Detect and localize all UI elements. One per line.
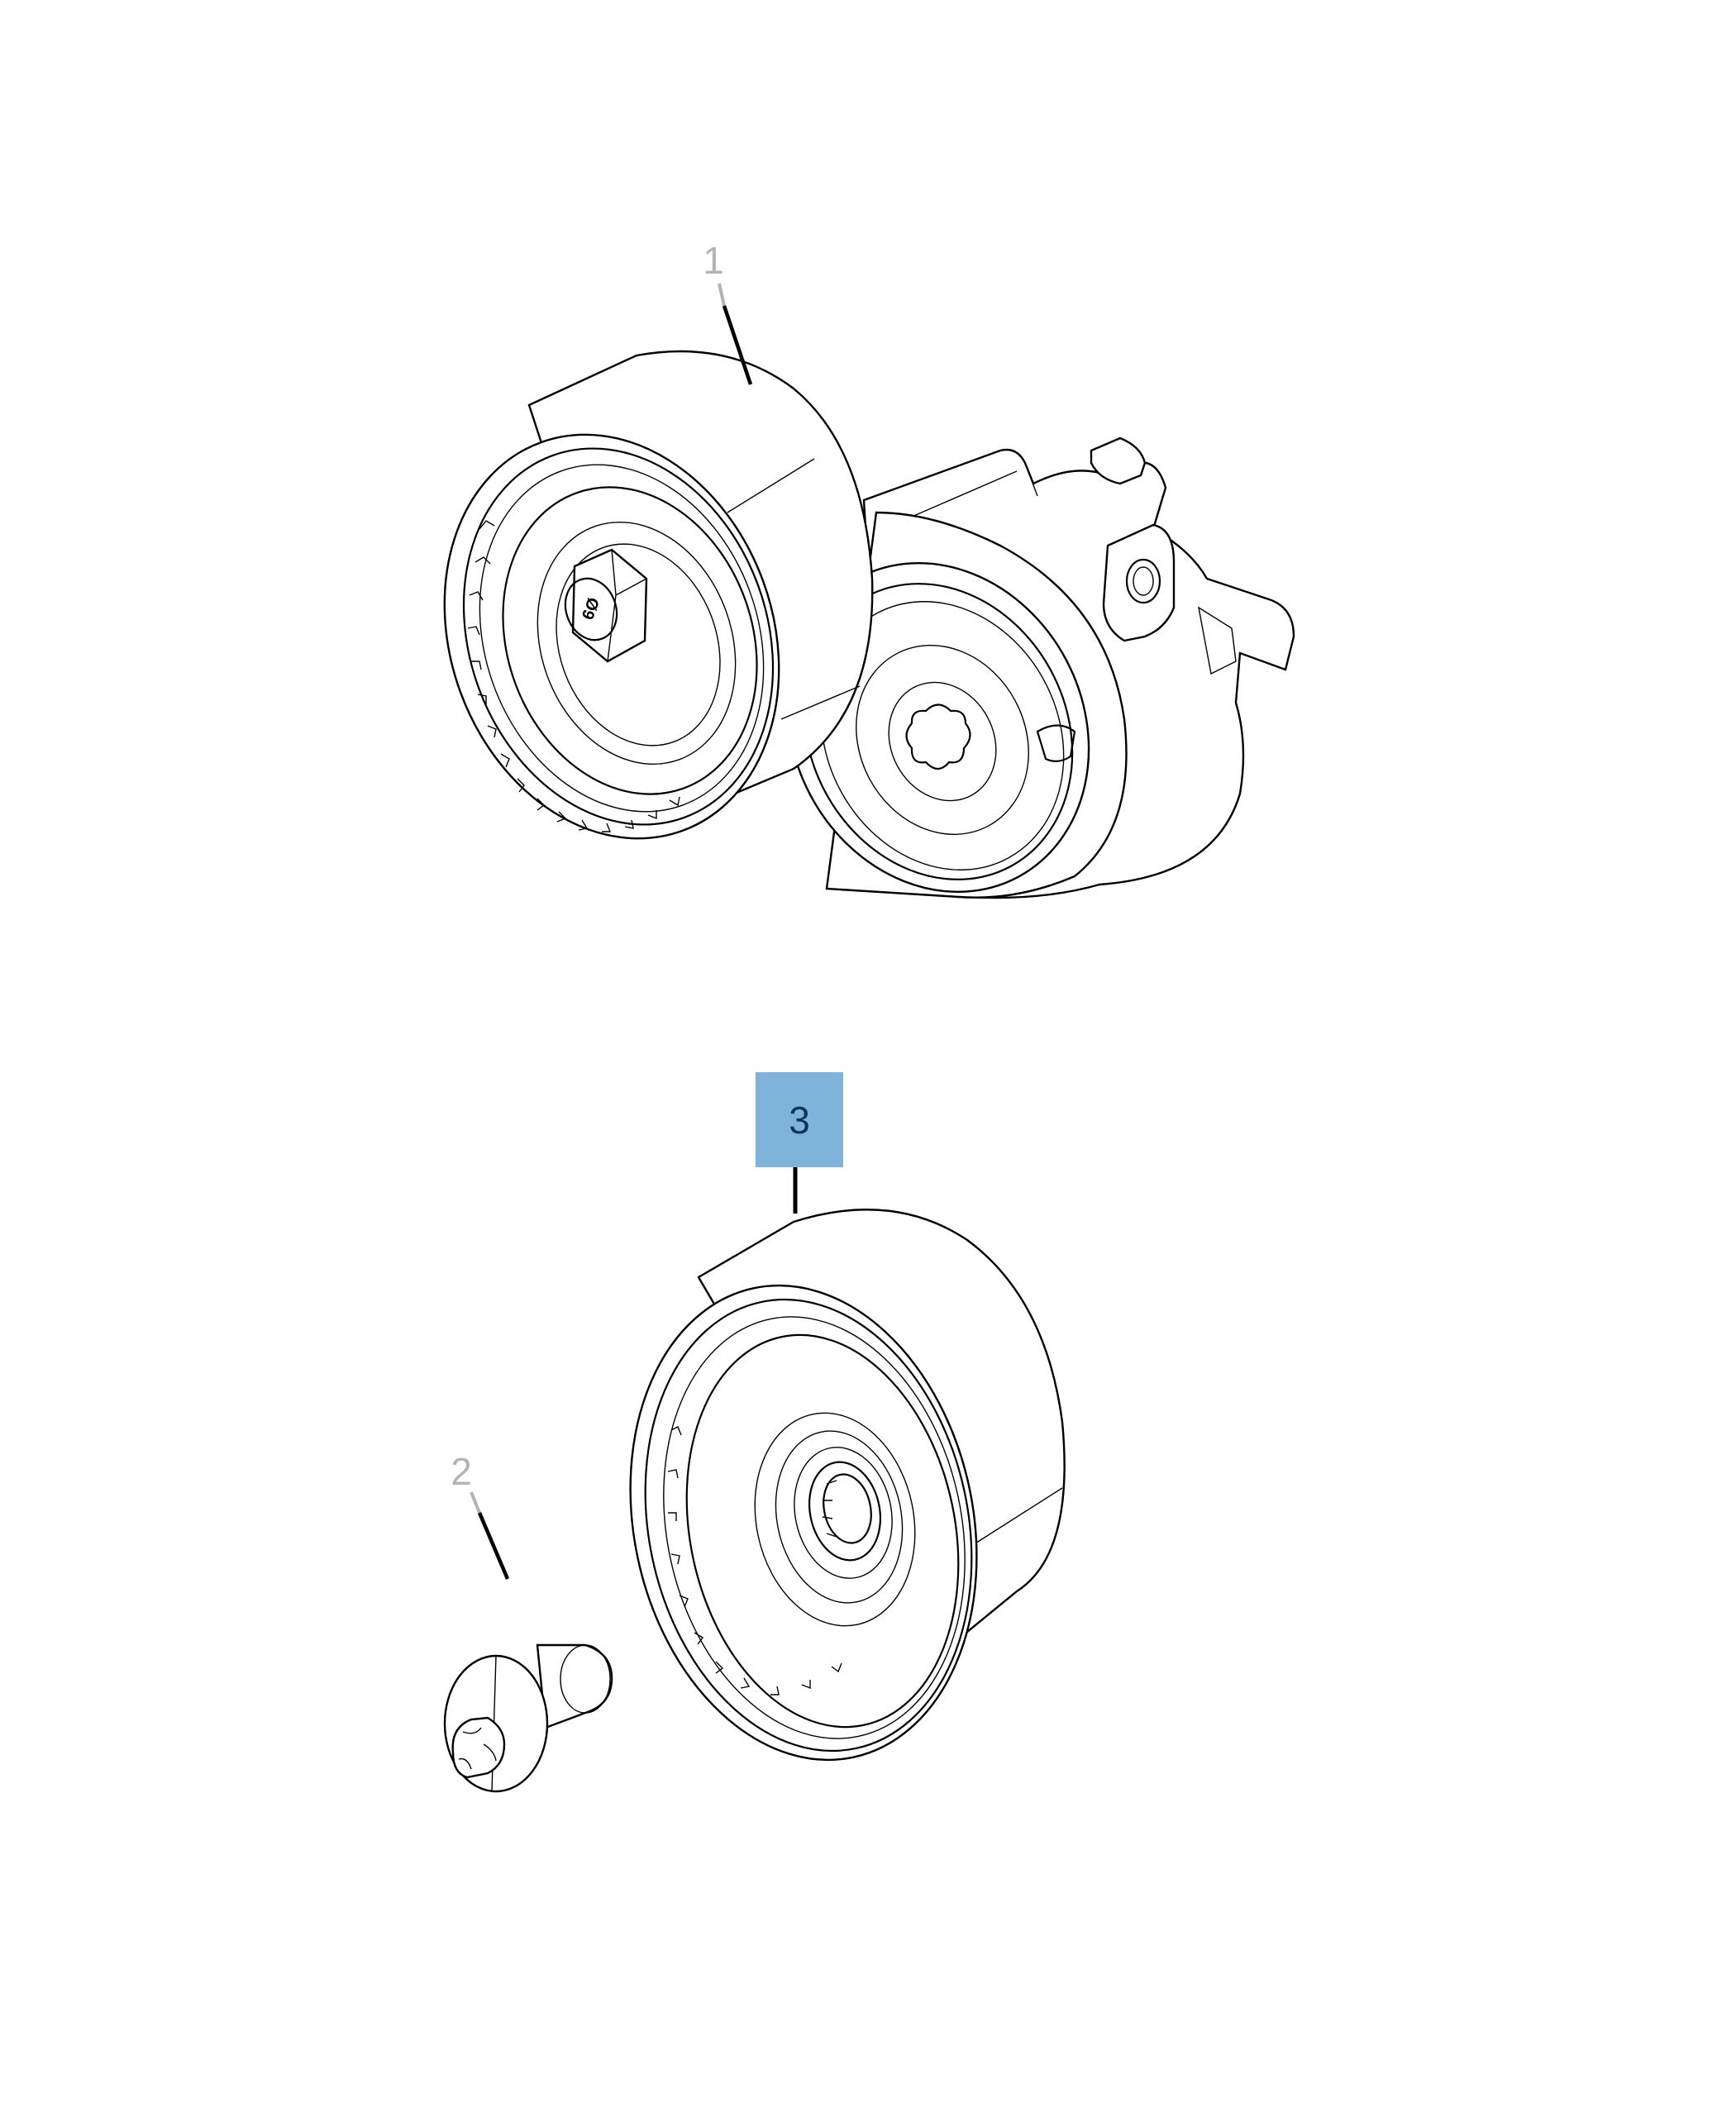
torx-bolt-part[interactable] xyxy=(443,1643,613,1793)
tensioner-assembly-part[interactable]: 6Ø xyxy=(389,350,1295,945)
leader-line-1-gray xyxy=(718,283,726,307)
callout-part-3-selected[interactable]: 3 xyxy=(756,1072,843,1167)
leader-line-1 xyxy=(722,305,753,385)
callout-part-2[interactable]: 2 xyxy=(451,1450,472,1493)
leader-line-2-gray xyxy=(470,1491,481,1514)
idler-pulley-part[interactable] xyxy=(588,1209,1066,1792)
bearing-cage-teeth-lower xyxy=(667,1426,842,1695)
callout-part-3-label: 3 xyxy=(789,1098,810,1142)
bearing-cage-teeth xyxy=(467,520,680,832)
callout-part-1[interactable]: 1 xyxy=(703,239,724,282)
leader-line-2 xyxy=(477,1512,510,1580)
